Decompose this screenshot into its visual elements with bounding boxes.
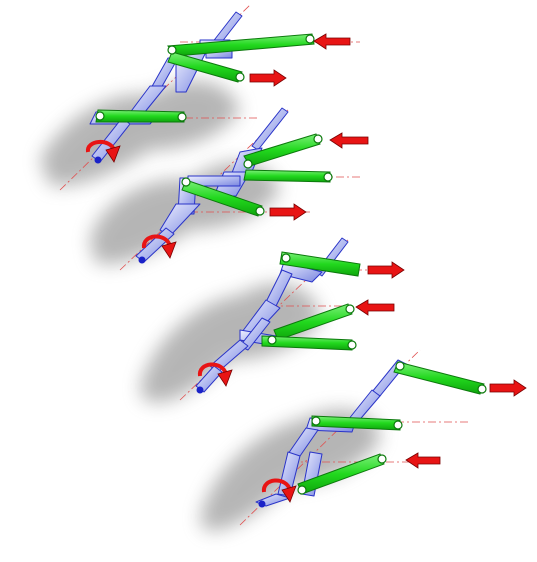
right-arrow-icon <box>367 261 405 279</box>
shaft-tip <box>94 156 102 164</box>
rotation-arrow-icon <box>142 234 177 259</box>
shaft-tip <box>258 500 266 508</box>
pin-joints <box>297 361 487 495</box>
right-arrow-icon <box>489 379 527 397</box>
rotation-arrow-icon <box>262 478 297 503</box>
mechanism-3 <box>140 237 405 403</box>
left-arrow-icon <box>355 299 395 316</box>
connecting-rods <box>181 133 331 217</box>
shaft-tip <box>196 386 204 394</box>
shadow <box>40 80 240 186</box>
pin-joints <box>181 134 333 216</box>
mechanism-1 <box>40 4 360 191</box>
rotation-arrow-icon <box>198 362 233 387</box>
rotation-arrow-icon <box>86 140 121 163</box>
shaft-tip <box>138 256 146 264</box>
left-arrow-icon <box>329 132 369 149</box>
connecting-rods <box>261 251 361 351</box>
connecting-rods <box>95 33 315 123</box>
pin-joints <box>95 34 315 122</box>
right-arrow-icon <box>249 69 287 87</box>
connecting-rods <box>297 361 485 495</box>
left-arrow-icon <box>405 452 441 469</box>
mechanism-4 <box>200 349 527 531</box>
pin-joints <box>267 253 357 350</box>
right-arrow-icon <box>269 203 307 221</box>
left-arrow-icon <box>313 33 351 50</box>
mechanism-2 <box>90 107 369 271</box>
crankshaft <box>195 237 349 393</box>
